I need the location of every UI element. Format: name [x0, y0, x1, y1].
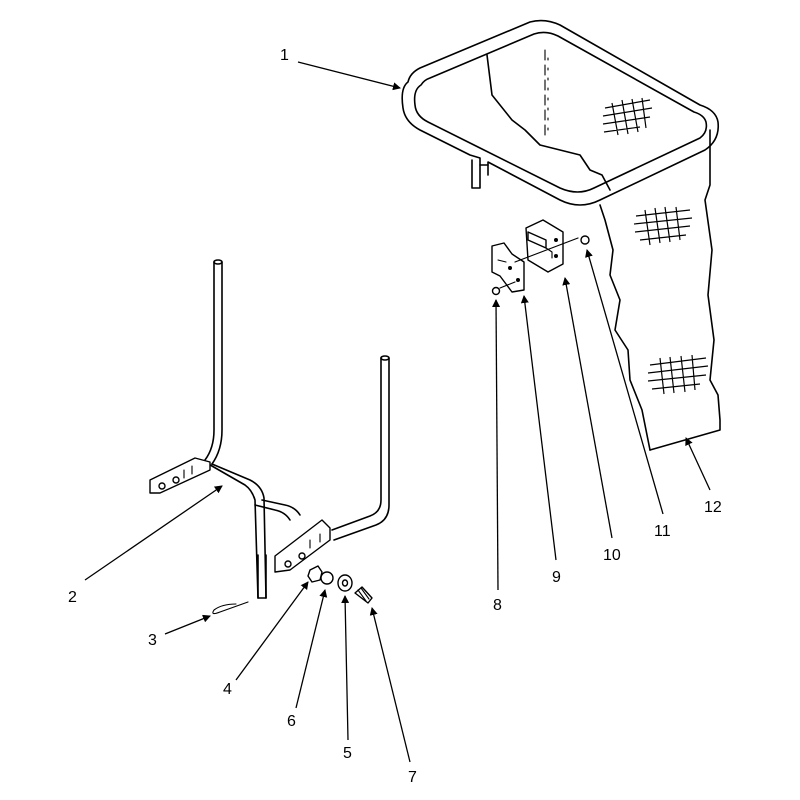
- leader-9: [520, 295, 557, 561]
- bracket-part-10: [525, 219, 564, 273]
- bracket-part-9: [491, 242, 525, 293]
- leader-1: [297, 61, 401, 91]
- bag-frame: [401, 19, 720, 206]
- callout-8: 8: [493, 597, 502, 614]
- grass-bag: [486, 49, 721, 451]
- callout-3: 3: [148, 632, 157, 649]
- mesh-patch-bottom: [647, 354, 709, 395]
- leader-10: [562, 277, 613, 539]
- spacer-part-6: [320, 571, 334, 585]
- callout-5: 5: [343, 745, 352, 762]
- screw-part-11: [514, 235, 590, 263]
- callout-7: 7: [408, 769, 417, 786]
- callout-11: 11: [654, 523, 671, 540]
- callout-1: 1: [280, 47, 289, 64]
- nut-part-4: [307, 565, 323, 583]
- leader-3: [164, 614, 211, 635]
- leader-lines: [84, 61, 711, 763]
- leader-7: [369, 607, 411, 763]
- leader-5: [341, 595, 350, 741]
- washer-part-5: [337, 574, 353, 592]
- mesh-patch-middle: [633, 206, 693, 246]
- handle-frame: [149, 259, 390, 599]
- leader-11: [585, 249, 664, 515]
- bolt-part-7: [354, 586, 373, 604]
- leader-6: [295, 589, 328, 709]
- callout-labels: 1 2 3 4 5 6 7 8 9 10 11 12: [68, 47, 722, 786]
- mesh-patch-top: [602, 97, 653, 136]
- callout-6: 6: [287, 713, 296, 730]
- leader-12: [685, 437, 711, 491]
- leader-4: [235, 581, 309, 681]
- leader-8: [492, 299, 501, 591]
- hairpin-part-3: [212, 601, 249, 615]
- nut-part-8: [491, 281, 516, 296]
- callout-4: 4: [223, 681, 232, 698]
- callout-10: 10: [603, 547, 621, 564]
- callout-9: 9: [552, 569, 561, 586]
- callout-2: 2: [68, 589, 77, 606]
- leader-2: [84, 485, 223, 581]
- callout-12: 12: [704, 499, 722, 516]
